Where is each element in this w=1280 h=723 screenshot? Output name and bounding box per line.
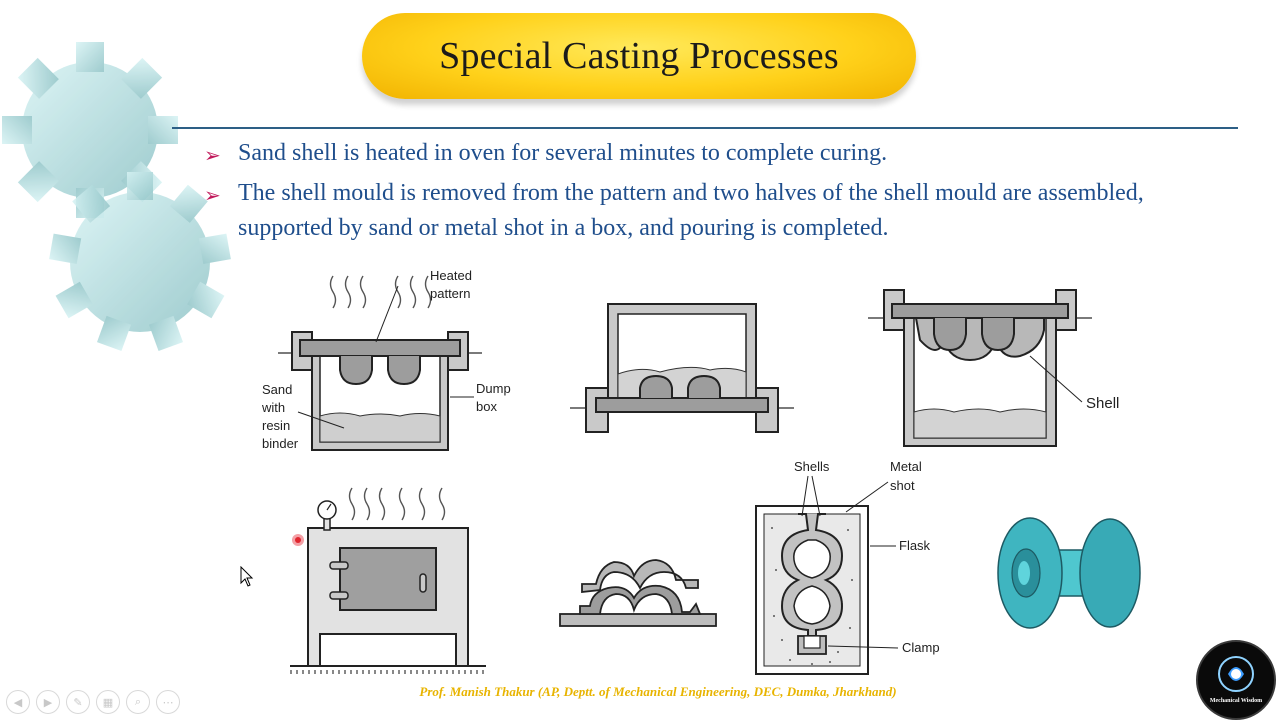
slides-icon[interactable]: ▦ xyxy=(96,690,120,714)
slideshow-controls: ◀ ▶ ✎ ▦ ⌕ ⋯ xyxy=(6,690,180,714)
figure-flask: Shells Metal shot Flask Clamp xyxy=(755,459,940,675)
slide-title-banner: Special Casting Processes xyxy=(362,13,916,99)
label-shell: Shell xyxy=(1086,395,1119,412)
footer-credit: Prof. Manish Thakur (AP, Deptt. of Mecha… xyxy=(419,684,897,699)
label-with: with xyxy=(261,400,285,415)
label-pattern: pattern xyxy=(430,286,470,301)
mechanical-wisdom-logo: Mechanical Wisdom xyxy=(1196,640,1276,720)
label-metal: Metal xyxy=(890,459,922,474)
next-icon[interactable]: ▶ xyxy=(36,690,60,714)
label-box: box xyxy=(476,399,497,414)
gear-shape-bottom xyxy=(49,172,231,352)
figure-shell-formed: Shell xyxy=(868,289,1119,447)
logo-mark-icon: Mechanical Wisdom xyxy=(1210,656,1262,704)
label-binder: binder xyxy=(262,436,299,451)
label-sand: Sand xyxy=(262,382,292,397)
bullet-arrow-icon: ➢ xyxy=(204,143,221,167)
figure-cast-part xyxy=(997,517,1141,629)
mouse-cursor-icon xyxy=(240,566,254,587)
figure-oven xyxy=(290,487,486,674)
decorative-gears xyxy=(2,42,231,352)
label-resin: resin xyxy=(262,418,290,433)
more-icon[interactable]: ⋯ xyxy=(156,690,180,714)
label-clamp: Clamp xyxy=(902,640,940,655)
bullet-text: The shell mould is removed from the patt… xyxy=(238,180,1144,241)
bullet-item: ➢ Sand shell is heated in oven for sever… xyxy=(204,136,1234,171)
label-shot: shot xyxy=(890,478,915,493)
figure-dump-box: Heated pattern Sand with resin binder Du… xyxy=(261,268,511,451)
figure-inverted-box xyxy=(570,303,794,433)
zoom-icon[interactable]: ⌕ xyxy=(126,690,150,714)
logo-text: Mechanical Wisdom xyxy=(1210,698,1262,704)
previous-icon[interactable]: ◀ xyxy=(6,690,30,714)
label-shells: Shells xyxy=(794,459,830,474)
bullet-text: Sand shell is heated in oven for several… xyxy=(238,140,888,166)
label-dump: Dump xyxy=(476,381,511,396)
bullet-item: ➢ The shell mould is removed from the pa… xyxy=(204,176,1234,246)
bullet-list: ➢ Sand shell is heated in oven for sever… xyxy=(204,136,1234,246)
bullet-arrow-icon: ➢ xyxy=(204,183,221,207)
label-heated: Heated xyxy=(430,268,472,283)
label-flask: Flask xyxy=(899,538,931,553)
slide-title: Special Casting Processes xyxy=(439,35,839,77)
pen-icon[interactable]: ✎ xyxy=(66,690,90,714)
title-divider xyxy=(172,127,1238,129)
figure-removed-shell xyxy=(559,559,717,627)
